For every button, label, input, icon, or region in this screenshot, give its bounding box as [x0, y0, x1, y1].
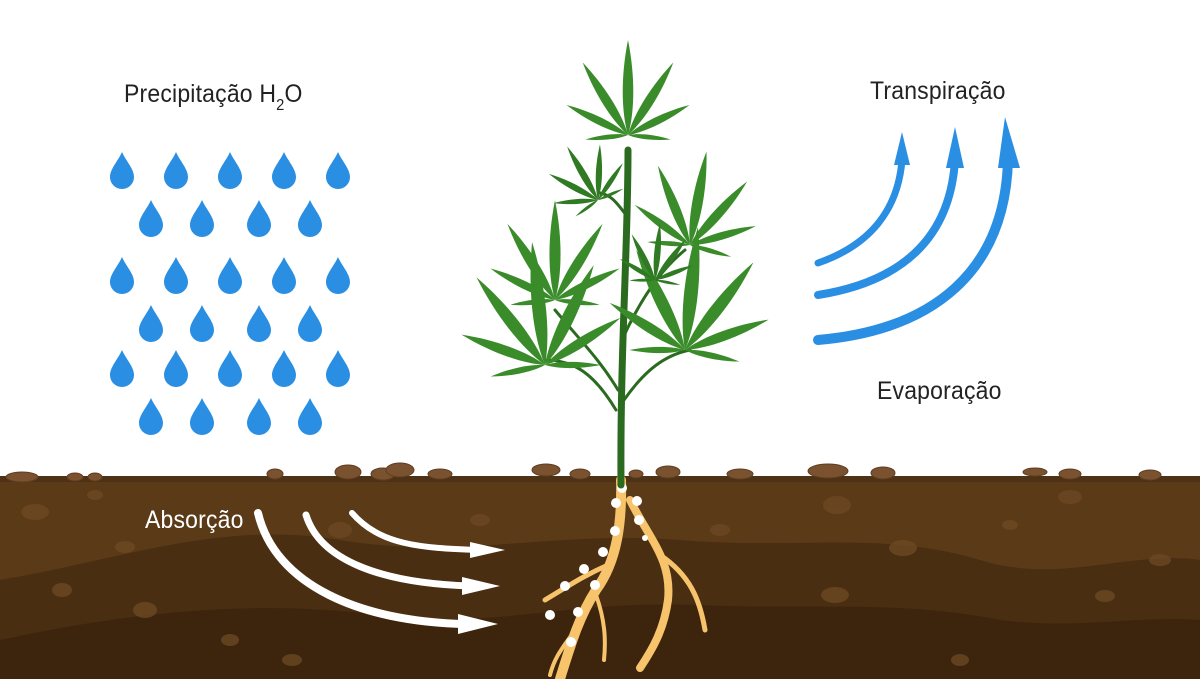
soil [0, 476, 1200, 679]
plant [450, 40, 779, 489]
label-absorption: Absorção [145, 506, 244, 534]
label-transpiration: Transpiração [870, 77, 1006, 105]
transpiration-arrows [813, 117, 1020, 345]
surface-stones [5, 462, 1162, 483]
raindrops [110, 152, 350, 435]
label-evaporation: Evaporação [877, 377, 1002, 405]
subscript-2: 2 [276, 97, 285, 114]
label-precipitation: Precipitação H2O [124, 80, 303, 114]
transpiration-arrow-3 [813, 155, 1013, 345]
transpiration-arrow-2 [814, 156, 959, 299]
transpiration-arrow-1 [814, 156, 906, 267]
absorption-arrows [254, 509, 505, 634]
